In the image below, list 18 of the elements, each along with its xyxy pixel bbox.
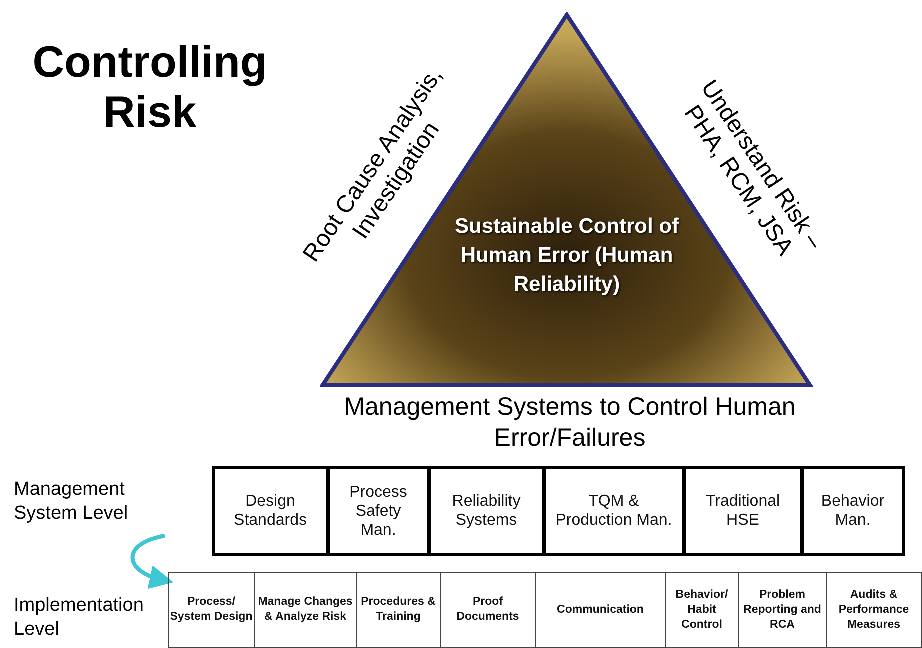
table-cell: Reliability Systems [428, 466, 545, 556]
table-cell: Process Safety Man. [327, 466, 430, 556]
table-cell: Communication [535, 572, 666, 648]
table-cell: Problem Reporting and RCA [738, 572, 827, 648]
table-cell: Manage Changes & Analyze Risk [254, 572, 357, 648]
table-cell: Procedures & Training [356, 572, 441, 648]
base-label: Management Systems to Control Human Error/Failures [343, 392, 797, 454]
row-label: Management System Level [14, 478, 130, 526]
curved-arrow [130, 534, 174, 588]
table-cell: Proof Documents [440, 572, 536, 648]
table-cell: TQM & Production Man. [543, 466, 685, 556]
table-cell: Process/ System Design [168, 572, 255, 648]
title: Controlling Risk [32, 38, 268, 138]
table-cell: Audits & Performance Measures [826, 572, 922, 648]
table-cell: Behavior/ Habit Control [665, 572, 739, 648]
table-cell: Traditional HSE [683, 466, 803, 556]
table-cell: Behavior Man. [801, 466, 905, 556]
table-cell: Design Standards [212, 466, 329, 556]
